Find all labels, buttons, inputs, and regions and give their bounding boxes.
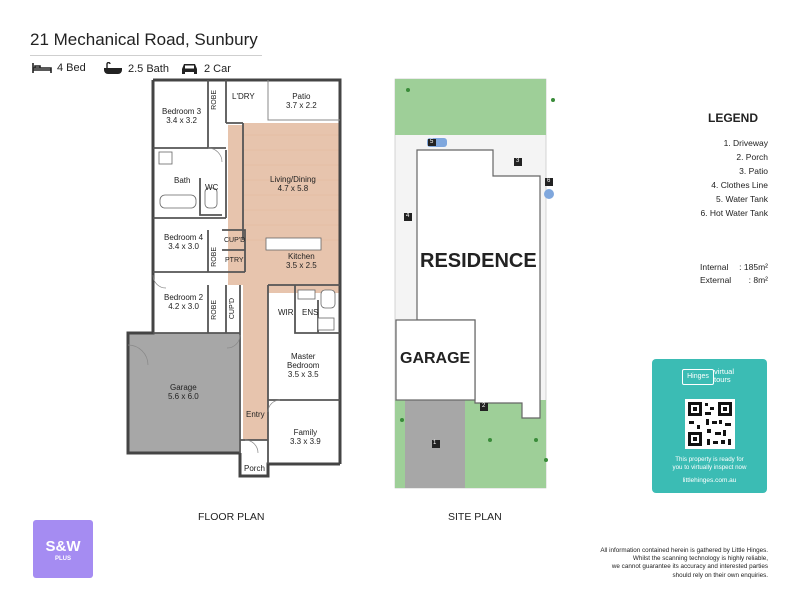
laundry-label: L'DRY	[232, 92, 255, 101]
tour-message-line-2: you to virtually inspect now	[672, 464, 747, 472]
disclaimer-line-3: we cannot guarantee its accuracy and int…	[611, 563, 768, 571]
garage-name: Garage	[170, 383, 197, 392]
internal-area: Internal : 185m²	[700, 262, 768, 272]
external-area-value: : 8m²	[748, 275, 768, 285]
master-name-2: Bedroom	[287, 361, 320, 371]
bath-count: 2.5 Bath	[128, 62, 169, 75]
kitchen-size: 3.5 x 2.5	[286, 261, 317, 271]
bath-label: Bath	[174, 176, 191, 185]
legend-item-patio: 3. Patio	[739, 166, 768, 176]
property-address: 21 Mechanical Road, Sunbury	[30, 30, 258, 49]
marker-5: 5	[430, 139, 434, 145]
living-dining-name: Living/Dining	[270, 175, 316, 184]
family-name: Family	[293, 428, 318, 437]
external-area-label: External	[700, 275, 732, 285]
marker-6: 6	[547, 178, 551, 184]
disclaimer-line-2: Whilst the scanning technology is highly…	[632, 555, 768, 563]
bath-feature: 2.5 Bath	[103, 62, 169, 75]
site-plan-caption: SITE PLAN	[448, 511, 502, 523]
pantry-label: PTRY	[225, 257, 244, 264]
bed-count: 4 Bed	[57, 62, 86, 74]
bedroom-3-size: 3.4 x 3.2	[166, 116, 197, 126]
bedroom-2-name: Bedroom 2	[164, 293, 204, 302]
bath-icon	[104, 62, 122, 74]
car-count: 2 Car	[204, 62, 231, 75]
master-name: Master	[291, 352, 316, 361]
internal-area-label: Internal	[700, 262, 729, 272]
wir-label: WIR	[278, 308, 294, 317]
marker-4: 4	[406, 213, 410, 219]
car-icon	[182, 64, 197, 74]
patio-size: 3.7 x 2.2	[286, 101, 317, 111]
site-garage-label: GARAGE	[400, 350, 471, 367]
bed-icon	[32, 63, 52, 73]
tour-message-line-1: This property is ready for	[675, 456, 744, 463]
legend-item-driveway: 1. Driveway	[723, 138, 768, 148]
bedroom-4-name: Bedroom 4	[164, 233, 204, 242]
legend-item-water-tank: 5. Water Tank	[716, 194, 768, 204]
bedroom-3-name: Bedroom 3	[162, 107, 202, 116]
patio-name: Patio	[292, 92, 311, 101]
virtual-label: virtual	[714, 367, 735, 376]
marker-3: 3	[516, 158, 520, 164]
header-divider	[30, 55, 262, 56]
bedroom-4-size: 3.4 x 3.0	[168, 242, 199, 252]
disclaimer-line-4: should rely on their own enquiries.	[672, 571, 768, 579]
internal-area-value: : 185m²	[739, 262, 768, 272]
logo-sub-text: PLUS	[54, 556, 71, 562]
logo-main-text: S&W	[45, 538, 81, 555]
sw-plus-logo: S&W PLUS	[33, 520, 93, 578]
bed-feature: 4 Bed	[32, 62, 86, 74]
entry-label: Entry	[246, 410, 265, 419]
residence-label: RESIDENCE	[420, 250, 537, 272]
garage-size: 5.6 x 6.0	[168, 392, 199, 402]
floor-plan-caption: FLOOR PLAN	[198, 511, 265, 523]
bedroom-2-size: 4.2 x 3.0	[168, 302, 199, 312]
ensuite-label: ENS	[302, 308, 319, 317]
hinges-brand: Hinges	[682, 369, 714, 385]
porch-label: Porch	[244, 464, 265, 473]
legend-item-clothes-line: 4. Clothes Line	[711, 180, 768, 190]
external-area: External : 8m²	[700, 275, 768, 285]
virtual-tour-card[interactable]: Hinges virtual tours This property is re…	[652, 359, 767, 493]
marker-1: 1	[433, 440, 437, 446]
legend-item-hot-water-tank: 6. Hot Water Tank	[700, 208, 768, 218]
kitchen-name: Kitchen	[288, 252, 315, 261]
marker-2: 2	[482, 403, 486, 409]
family-size: 3.3 x 3.9	[290, 437, 321, 447]
tour-url-link[interactable]: littlehinges.com.au	[682, 477, 737, 484]
disclaimer-line-1: All information contained herein is gath…	[600, 547, 768, 554]
master-size: 3.5 x 3.5	[287, 370, 319, 380]
legend-item-porch: 2. Porch	[736, 152, 768, 162]
tours-label: tours	[714, 375, 731, 384]
legend-title: LEGEND	[708, 111, 759, 125]
disclaimer-text: All information contained herein is gath…	[548, 547, 768, 580]
car-feature: 2 Car	[180, 62, 231, 75]
living-dining-size: 4.7 x 5.8	[277, 184, 309, 194]
wc-label: WC	[205, 183, 219, 192]
qr-code-icon[interactable]	[685, 399, 735, 449]
cupboard-1-label: CUP'D	[224, 237, 246, 244]
